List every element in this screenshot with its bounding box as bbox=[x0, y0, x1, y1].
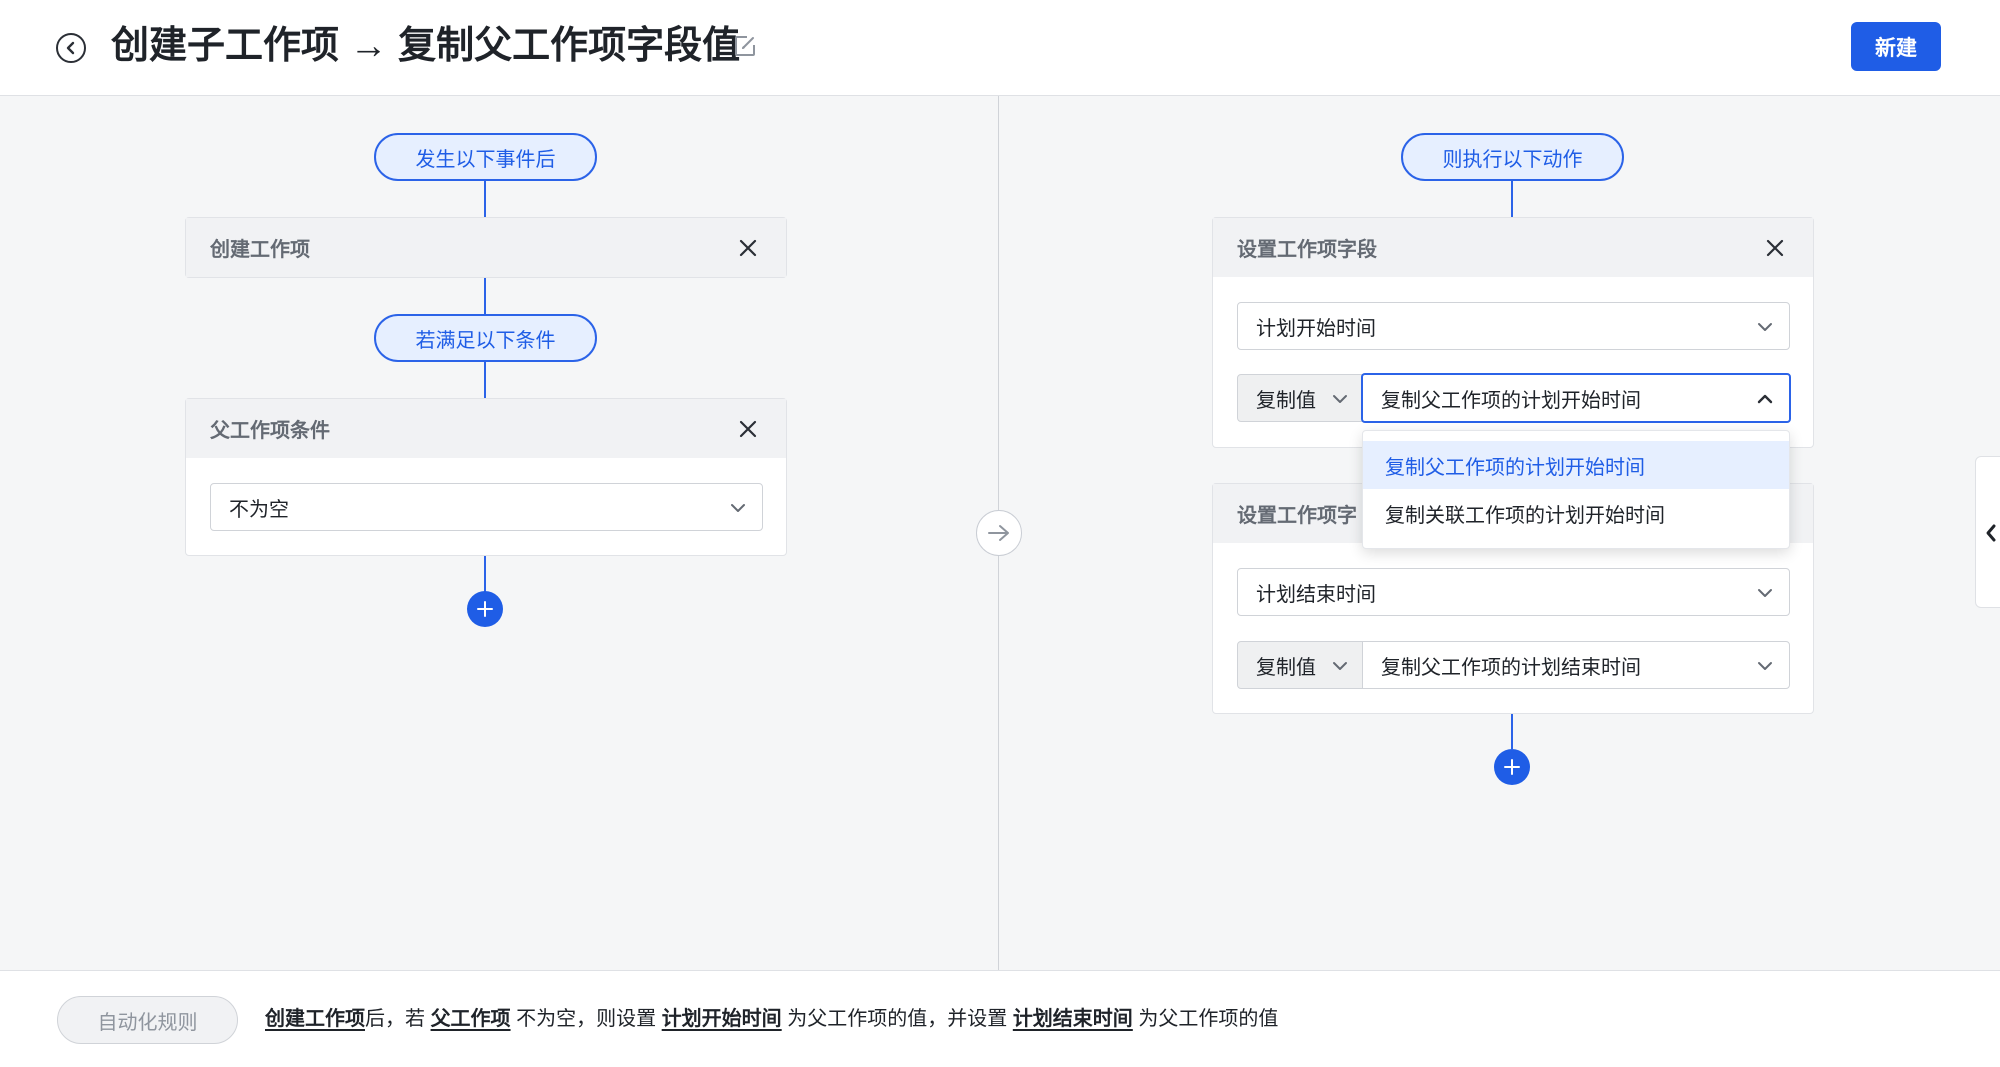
action-pill: 则执行以下动作 bbox=[1401, 133, 1624, 181]
summary-text: 为父工作项的值，并设置 bbox=[787, 1008, 1008, 1030]
action-card-1: 设置工作项字段 计划开始时间 复制值 复制父工作项的计划开始时间 bbox=[1212, 217, 1814, 448]
field-select-1-value: 计划开始时间 bbox=[1256, 317, 1376, 340]
value-type-1-label: 复制值 bbox=[1256, 389, 1316, 412]
summary-keyword[interactable]: 计划结束时间 bbox=[1012, 1008, 1133, 1030]
close-icon[interactable] bbox=[1765, 238, 1785, 258]
side-panel-toggle[interactable] bbox=[1975, 456, 2000, 608]
summary-keyword[interactable]: 创建工作项 bbox=[265, 1008, 365, 1030]
value-type-select-2[interactable]: 复制值 bbox=[1237, 641, 1363, 689]
value-select-2-value: 复制父工作项的计划结束时间 bbox=[1381, 656, 1641, 679]
flow-arrow-icon bbox=[976, 510, 1022, 556]
summary-text: 为父工作项的值 bbox=[1138, 1008, 1279, 1030]
rule-tag: 自动化规则 bbox=[57, 996, 238, 1044]
value-select-2[interactable]: 复制父工作项的计划结束时间 bbox=[1362, 641, 1790, 689]
value-select-1[interactable]: 复制父工作项的计划开始时间 bbox=[1361, 373, 1791, 423]
chevron-down-icon bbox=[1758, 323, 1772, 331]
close-icon[interactable] bbox=[738, 238, 758, 258]
summary-text: 后，若 bbox=[365, 1008, 425, 1030]
chevron-left-icon bbox=[1986, 524, 1996, 542]
chevron-down-icon bbox=[1758, 662, 1772, 670]
event-pill: 发生以下事件后 bbox=[374, 133, 597, 181]
chevron-up-icon bbox=[1757, 394, 1773, 404]
action-card-1-title: 设置工作项字段 bbox=[1213, 218, 1813, 277]
rule-summary-bar: 自动化规则 创建工作项后，若 父工作项 不为空，则设置 计划开始时间 为父工作项… bbox=[0, 970, 2000, 1067]
connector-line bbox=[484, 278, 486, 315]
condition-card-title: 父工作项条件 bbox=[186, 399, 786, 458]
new-button[interactable]: 新建 bbox=[1851, 22, 1941, 71]
event-card: 创建工作项 bbox=[185, 217, 787, 278]
dropdown-option[interactable]: 复制关联工作项的计划开始时间 bbox=[1385, 504, 1665, 527]
field-select-2-value: 计划结束时间 bbox=[1256, 583, 1376, 606]
close-icon[interactable] bbox=[738, 419, 758, 439]
edit-icon[interactable] bbox=[733, 34, 757, 63]
condition-select-value: 不为空 bbox=[229, 498, 289, 521]
chevron-down-icon bbox=[1333, 395, 1347, 403]
value-select-1-value: 复制父工作项的计划开始时间 bbox=[1381, 389, 1641, 412]
connector-line bbox=[1511, 180, 1513, 218]
connector-line bbox=[484, 556, 486, 592]
add-condition-button[interactable] bbox=[467, 591, 503, 627]
connector-line bbox=[1511, 714, 1513, 749]
plus-icon bbox=[477, 601, 493, 617]
back-icon[interactable] bbox=[56, 33, 86, 63]
condition-card: 父工作项条件 不为空 bbox=[185, 398, 787, 556]
chevron-down-icon bbox=[731, 504, 745, 512]
plus-icon bbox=[1504, 759, 1520, 775]
chevron-down-icon bbox=[1758, 589, 1772, 597]
page-title: 创建子工作项 → 复制父工作项字段值 bbox=[111, 25, 741, 67]
add-action-button[interactable] bbox=[1494, 749, 1530, 785]
event-card-title: 创建工作项 bbox=[186, 218, 786, 277]
field-select-1[interactable]: 计划开始时间 bbox=[1237, 302, 1790, 350]
condition-select[interactable]: 不为空 bbox=[210, 483, 763, 531]
connector-line bbox=[484, 180, 486, 218]
page-header: 创建子工作项 → 复制父工作项字段值 新建 bbox=[0, 0, 2000, 96]
value-type-select-1[interactable]: 复制值 bbox=[1237, 374, 1363, 422]
connector-line bbox=[484, 361, 486, 399]
summary-keyword[interactable]: 父工作项 bbox=[430, 1008, 511, 1030]
summary-keyword[interactable]: 计划开始时间 bbox=[661, 1008, 782, 1030]
value-dropdown-menu: 复制父工作项的计划开始时间 复制关联工作项的计划开始时间 bbox=[1362, 430, 1790, 549]
field-select-2[interactable]: 计划结束时间 bbox=[1237, 568, 1790, 616]
dropdown-option[interactable]: 复制父工作项的计划开始时间 bbox=[1363, 441, 1789, 489]
rule-summary: 创建工作项后，若 父工作项 不为空，则设置 计划开始时间 为父工作项的值，并设置… bbox=[265, 1005, 1278, 1033]
value-type-2-label: 复制值 bbox=[1256, 656, 1316, 679]
chevron-down-icon bbox=[1333, 662, 1347, 670]
condition-pill: 若满足以下条件 bbox=[374, 314, 597, 362]
summary-text: 不为空，则设置 bbox=[516, 1008, 657, 1030]
